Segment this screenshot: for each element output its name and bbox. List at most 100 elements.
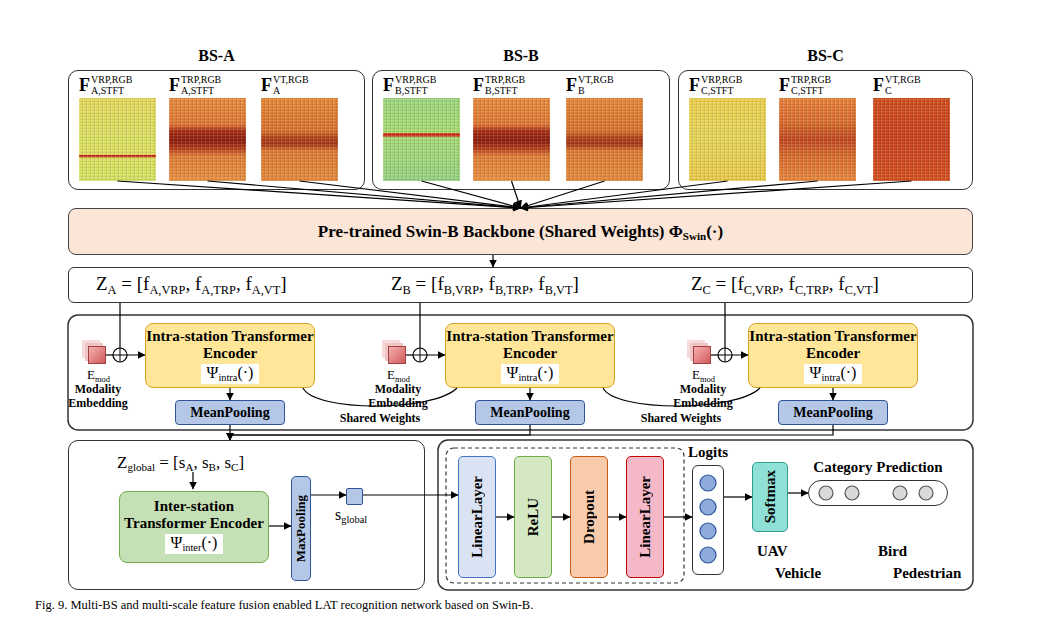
box-heading: Category Prediction xyxy=(813,459,942,476)
math-subscript: A xyxy=(185,461,193,473)
math-subscript: Swin xyxy=(683,230,706,242)
annotation-label: UAV xyxy=(757,543,788,560)
box-title: Intra-station Transformer Encoder xyxy=(749,328,917,362)
add-symbol xyxy=(106,348,127,362)
mlp-dashed-frame xyxy=(446,448,684,583)
math-text: = [f xyxy=(711,273,744,294)
math-text: ] xyxy=(280,273,286,294)
arrow-connector xyxy=(230,425,530,440)
math-superscript: VRP,RGB xyxy=(701,74,742,85)
figure-caption: Fig. 9. Multi-BS and multi-scale feature… xyxy=(35,598,533,613)
math-subscript: B,VT xyxy=(545,283,573,297)
math-scripts: TRP,RGBB,STFT xyxy=(485,74,525,96)
math-subscript: C xyxy=(231,461,238,473)
spectrogram-label: FVT,RGBA xyxy=(261,74,309,96)
encoder-box: Intra-station Transformer EncoderΨintra(… xyxy=(445,323,615,388)
layer-box: MaxPooling xyxy=(291,476,311,581)
station-panel: BS-BFVRP,RGBB,STFTFTRP,RGBB,STFTFVT,RGBB xyxy=(372,70,670,190)
box-heading: Logits xyxy=(688,444,728,461)
math-expression: Ψinter(·) xyxy=(165,534,224,554)
rotated-label: ReLU xyxy=(525,498,542,536)
arrow-connector xyxy=(552,516,570,517)
math-superscript: VT,RGB xyxy=(578,74,614,85)
math-text: (·) xyxy=(840,364,856,381)
math-text: (·) xyxy=(237,364,253,381)
add-symbol xyxy=(711,348,732,362)
math-subscript: global xyxy=(341,514,367,525)
arrow-connector xyxy=(529,388,530,400)
spectrogram-label: FVRP,RGBA,STFT xyxy=(79,74,132,96)
math-text: , f xyxy=(236,273,252,294)
spectrogram-image: FVT,RGBB xyxy=(566,98,643,181)
layer-box: Softmax xyxy=(752,462,788,532)
spectrogram-image: FVRP,RGBB,STFT xyxy=(383,98,460,181)
input-arrow xyxy=(192,472,193,489)
logits-box: Logits xyxy=(692,465,724,575)
feature-row-box: ZA = [fA,VRP, fA,TRP, fA,VT]ZB = [fB,VRP… xyxy=(68,267,973,303)
math-expression: Ψintra(·) xyxy=(501,364,560,384)
box-label: MeanPooling xyxy=(190,405,269,421)
arrow-connector xyxy=(664,516,692,517)
math-text: = [f xyxy=(411,273,444,294)
shared-weights-link xyxy=(603,388,760,406)
box-title: Intra-station Transformer Encoder xyxy=(146,328,314,362)
math-expression: sglobal xyxy=(335,506,367,524)
rotated-label: LinearLayer xyxy=(637,476,654,558)
math-text: (·) xyxy=(706,222,723,241)
math-scripts: VRP,RGBB,STFT xyxy=(395,74,436,96)
rotated-label: MaxPooling xyxy=(293,495,309,562)
math-subscript: intra xyxy=(821,372,840,383)
rotated-label: Softmax xyxy=(762,470,779,523)
math-subscript: A xyxy=(108,283,117,297)
math-subscript: C,STFT xyxy=(701,85,742,96)
math-text: Z xyxy=(117,453,127,472)
math-subscript: intra xyxy=(518,372,537,383)
math-superscript: VT,RGB xyxy=(885,74,921,85)
math-scripts: VRP,RGBA,STFT xyxy=(91,74,132,96)
arrow-connector xyxy=(420,303,445,355)
math-text: Ψ xyxy=(207,364,219,381)
math-text: Z xyxy=(691,273,703,294)
math-symbol: F xyxy=(169,75,180,95)
arrow-connector xyxy=(120,303,145,355)
math-scripts: TRP,RGBC,STFT xyxy=(791,74,831,96)
arrow-connector xyxy=(230,425,833,440)
arrow-connector xyxy=(208,181,521,208)
math-subscript: C xyxy=(885,85,921,96)
math-expression: Emod xyxy=(87,367,110,383)
math-text: Pre-trained Swin-B Backbone (Shared Weig… xyxy=(318,222,683,241)
annotation-label: Bird xyxy=(878,543,907,560)
math-subscript: C,TRP xyxy=(795,283,829,297)
spectrogram-label: FVT,RGBC xyxy=(873,74,921,96)
math-scripts: VRP,RGBC,STFT xyxy=(701,74,742,96)
math-subscript: A,VRP xyxy=(149,283,185,297)
embedding-icon: EmodModality Embedding xyxy=(388,346,406,364)
math-expression: Emod xyxy=(387,367,410,383)
add-symbol xyxy=(406,348,427,362)
math-text: , f xyxy=(829,273,845,294)
box-label: MeanPooling xyxy=(490,405,569,421)
embedding-icon: EmodModality Embedding xyxy=(693,346,711,364)
arrow-connector xyxy=(608,516,626,517)
math-text: ] xyxy=(572,273,578,294)
math-text: = [f xyxy=(117,273,150,294)
pooling-box: MeanPooling xyxy=(175,400,285,425)
spectrogram-label: FTRP,RGBB,STFT xyxy=(473,74,525,96)
math-symbol: F xyxy=(689,75,700,95)
math-subscript: A,VT xyxy=(252,283,280,297)
math-symbol: F xyxy=(873,75,884,95)
layer-box: LinearLayer xyxy=(626,456,664,578)
math-subscript: global xyxy=(127,461,155,473)
math-scripts: VT,RGBB xyxy=(578,74,614,96)
math-symbol: F xyxy=(79,75,90,95)
math-text: Ψ xyxy=(171,534,183,551)
math-subscript: B xyxy=(403,283,411,297)
box-label: MeanPooling xyxy=(793,405,872,421)
math-subscript: A xyxy=(273,85,309,96)
arrow-connector xyxy=(229,425,230,440)
arrow-connector xyxy=(422,181,521,208)
math-superscript: VT,RGB xyxy=(273,74,309,85)
station-title: BS-B xyxy=(373,47,669,65)
embedding-icon: EmodModality Embedding xyxy=(88,346,106,364)
layer-box: ReLU xyxy=(514,456,552,578)
